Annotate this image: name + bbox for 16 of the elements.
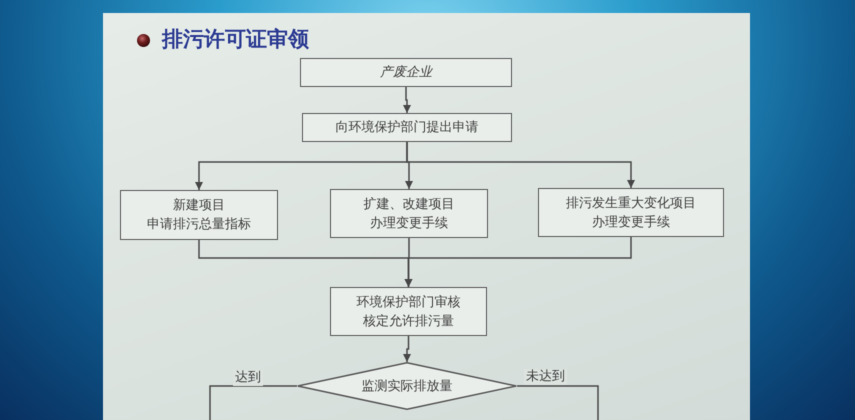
process-box: 产废企业 <box>300 58 512 87</box>
arrow <box>406 142 635 188</box>
edge-label: 未达到 <box>524 369 567 385</box>
connector-line <box>517 385 599 420</box>
edge-label: 达到 <box>233 370 263 386</box>
arrow <box>404 237 632 287</box>
connector-line <box>209 385 297 420</box>
decision-diamond: 监测实际排放量 <box>297 362 517 410</box>
arrow <box>403 336 411 362</box>
process-box: 新建项目申请排污总量指标 <box>120 190 278 240</box>
process-box: 向环境保护部门提出申请 <box>302 113 512 142</box>
process-box: 环境保护部门审核核定允许排污量 <box>330 287 487 336</box>
process-box: 排污发生重大变化项目办理变更手续 <box>538 188 724 237</box>
arrow <box>403 87 411 113</box>
process-box: 扩建、改建项目办理变更手续 <box>330 189 488 238</box>
title: 排污许可证审领 <box>162 26 309 53</box>
